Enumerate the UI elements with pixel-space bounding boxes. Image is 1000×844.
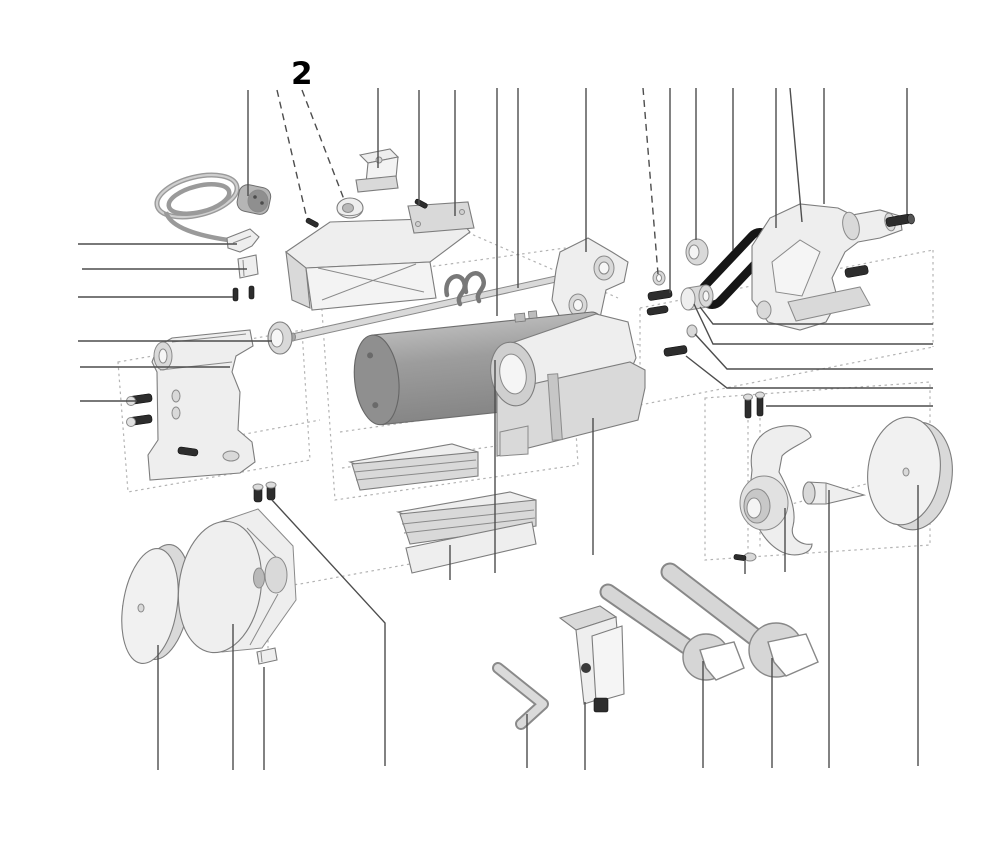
belt-housing-cover	[490, 313, 646, 457]
tiny-screw-right	[414, 198, 428, 209]
head-bolt-upper	[885, 213, 915, 227]
head-bolt-lower	[844, 265, 869, 278]
open-end-wrench-small	[599, 583, 745, 681]
clamp-screws	[232, 285, 255, 302]
spindle-nut	[256, 647, 278, 665]
rest-holder-bracket	[355, 148, 400, 193]
switch-clamp	[226, 228, 260, 253]
clamp-bracket	[558, 605, 625, 713]
open-end-wrench-large	[660, 562, 819, 678]
power-cord	[154, 172, 240, 243]
leader-lines	[78, 87, 933, 770]
tiny-screw-left	[305, 217, 319, 228]
cord-grip	[237, 254, 259, 279]
cup-washer	[685, 238, 709, 266]
small-washer	[652, 270, 666, 286]
power-plug	[236, 184, 272, 215]
motor-pulley	[680, 284, 714, 311]
stand-bracket	[147, 329, 256, 481]
stand-fixing-screws	[252, 481, 277, 503]
buffing-disc-right	[867, 416, 953, 531]
buffing-disc-left	[121, 544, 191, 664]
spring-clip	[444, 271, 486, 307]
motor-mount-arm	[551, 237, 629, 331]
tapered-arbor	[802, 481, 867, 505]
set-screws	[646, 289, 698, 357]
spark-cover-hood	[285, 201, 475, 311]
round-nut	[336, 197, 364, 219]
grinder-head-casting	[751, 203, 903, 331]
wheel-guard	[739, 425, 813, 556]
guard-foot-screw	[733, 552, 757, 562]
hex-key	[492, 662, 549, 730]
stand-socket-screws	[126, 393, 153, 427]
flanged-bushing	[267, 321, 293, 355]
grinding-wheel-drum	[177, 508, 297, 654]
tool-rest-rails	[347, 443, 537, 574]
guard-screws	[743, 391, 765, 419]
callout-label-2: 2	[291, 56, 313, 92]
